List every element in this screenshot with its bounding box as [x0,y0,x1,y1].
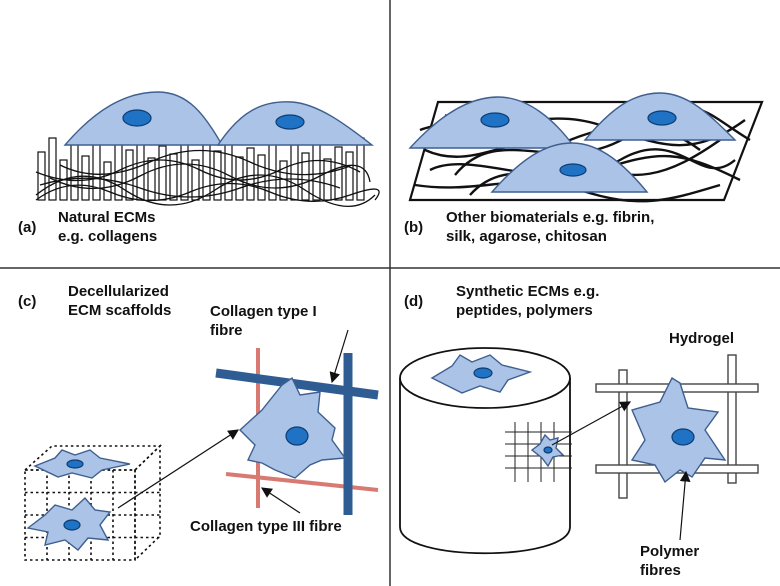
nucleus [66,459,84,469]
pointer-arrows-d [551,401,691,541]
panel-d-synthetic [399,347,759,555]
nucleus [559,163,587,177]
small-polymer-grid [505,422,572,482]
nucleus [480,112,510,128]
hydrogel-label: Hydrogel [669,330,735,347]
collagen-fibril [158,145,167,201]
cell-c-inner [26,496,112,551]
panel-d-letter: (d) [404,293,424,310]
nucleus [63,519,81,531]
cell-c-top [33,449,131,479]
collagen-fibril [180,139,189,201]
panel-b-letter: (b) [404,219,424,236]
collagen-fibril [345,151,354,201]
collagen-wavy-fibres [35,149,380,207]
panel-c-caption: Decellularized ECM scaffolds [68,283,172,319]
panel-a-caption: Natural ECMs e.g. collagens [58,209,158,245]
panel-d-caption: Synthetic ECMs e.g. peptides, polymers [456,283,600,319]
collagen-fibril [323,158,332,201]
collagen-fibres [215,348,379,515]
collagen-fibril [246,147,255,201]
nucleus [275,114,305,130]
collagen-fibril [125,149,134,201]
cell-a-left [63,91,224,146]
cell-b-left [408,96,577,149]
collagen-fibril [290,144,299,201]
collagen-type-3-label: Collagen type III fibre [190,518,342,535]
nucleus [473,367,493,379]
collagen-fibril [301,152,310,201]
nucleus [647,110,677,126]
cell-a-right [216,101,375,146]
collagen-type-1-label: Collagen type I fibre [210,303,317,339]
panel-a-letter: (a) [18,219,37,236]
collagen-fibril [147,157,156,201]
cell-b-bottom [490,142,649,193]
collagen-fibril [312,140,321,201]
cell-d-top [430,354,533,394]
collagen-type-3-horizontal [225,472,379,492]
polymer-fibres-label: Polymer fibres [640,543,700,579]
cell-d-zoomed [630,376,727,484]
pointer-arrows-c [117,329,349,514]
nucleus [543,446,553,454]
nucleus [285,426,309,446]
collagen-fibril [37,151,46,201]
cell-c-zoomed [238,376,347,479]
panel-c-letter: (c) [18,293,37,310]
collagen-fibril [334,146,343,201]
collagen-fibril [191,159,200,201]
nucleus [671,428,695,446]
nucleus [122,109,152,127]
collagen-fibril [48,137,57,201]
panel-b-caption: Other biomaterials e.g. fibrin, silk, ag… [446,209,655,245]
panel-c-decellularized [22,329,379,562]
cell-b-right [583,92,737,141]
panel-a-natural-ecm [35,91,380,207]
panel-b-biomaterials [408,92,764,203]
